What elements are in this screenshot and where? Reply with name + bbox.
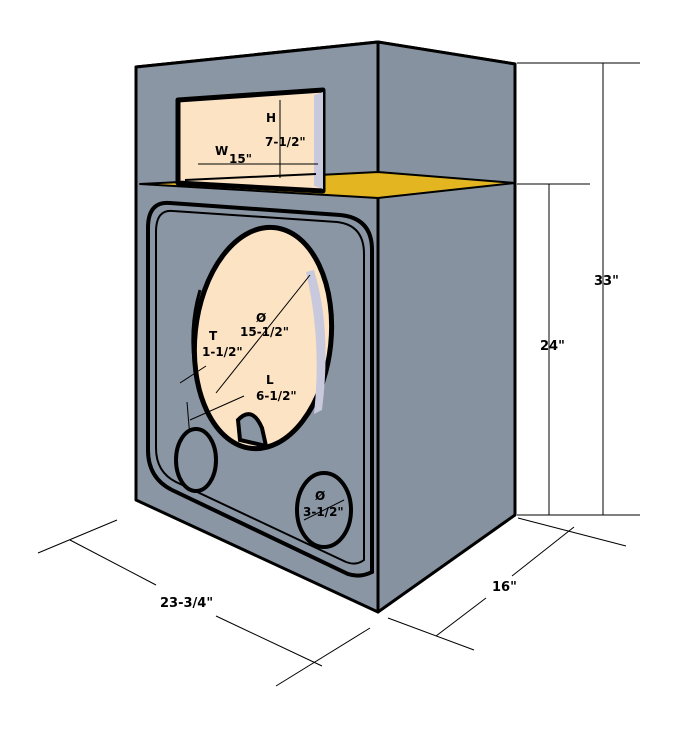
port-tube-inner <box>235 412 269 449</box>
depth-ext-front <box>387 617 475 651</box>
driver-cutout <box>191 224 335 452</box>
baffle-thickness-value: 1-1/2" <box>202 345 243 359</box>
port-diameter-line <box>303 499 345 521</box>
lower-height-label: 24" <box>540 339 565 354</box>
vent-height-letter: H <box>266 111 276 125</box>
width-ext-right <box>275 627 371 687</box>
depth-line-a <box>435 597 487 637</box>
driver-cutout-inner-shade <box>306 270 326 414</box>
depth-label: 16" <box>492 580 517 595</box>
total-height-label: 33" <box>594 274 619 289</box>
width-line-a <box>69 539 157 586</box>
cabinet-side-face <box>376 40 517 614</box>
driver-diameter-line <box>215 274 311 394</box>
width-line-b <box>215 615 323 667</box>
width-ext-left <box>37 519 118 554</box>
port-length-arrow <box>189 395 245 421</box>
thickness-arrow <box>179 365 207 384</box>
port-diameter-value: 3-1/2" <box>303 505 344 519</box>
vent-height-value: 7-1/2" <box>265 135 306 149</box>
depth-ext-back <box>517 517 627 547</box>
width-label: 23-3/4" <box>160 596 213 611</box>
vent-width-letter: W <box>215 144 228 158</box>
port-length-value: 6-1/2" <box>256 389 297 403</box>
driver-diameter-symbol: Ø <box>256 311 266 325</box>
driver-diameter-value: 15-1/2" <box>240 325 289 339</box>
vent-opening <box>175 87 326 194</box>
port-diameter-symbol: Ø <box>315 489 325 503</box>
port-left <box>174 427 218 493</box>
vent-width-value: 15" <box>229 152 252 166</box>
port-length-letter: L <box>266 373 274 387</box>
vent-inner-shade <box>314 92 323 189</box>
baffle-inner-panel <box>155 209 365 565</box>
depth-line-b <box>511 526 575 577</box>
baffle-thickness-edge <box>191 289 202 376</box>
baffle-thickness-letter: T <box>209 329 218 343</box>
vent-bottom-edge <box>184 173 317 181</box>
